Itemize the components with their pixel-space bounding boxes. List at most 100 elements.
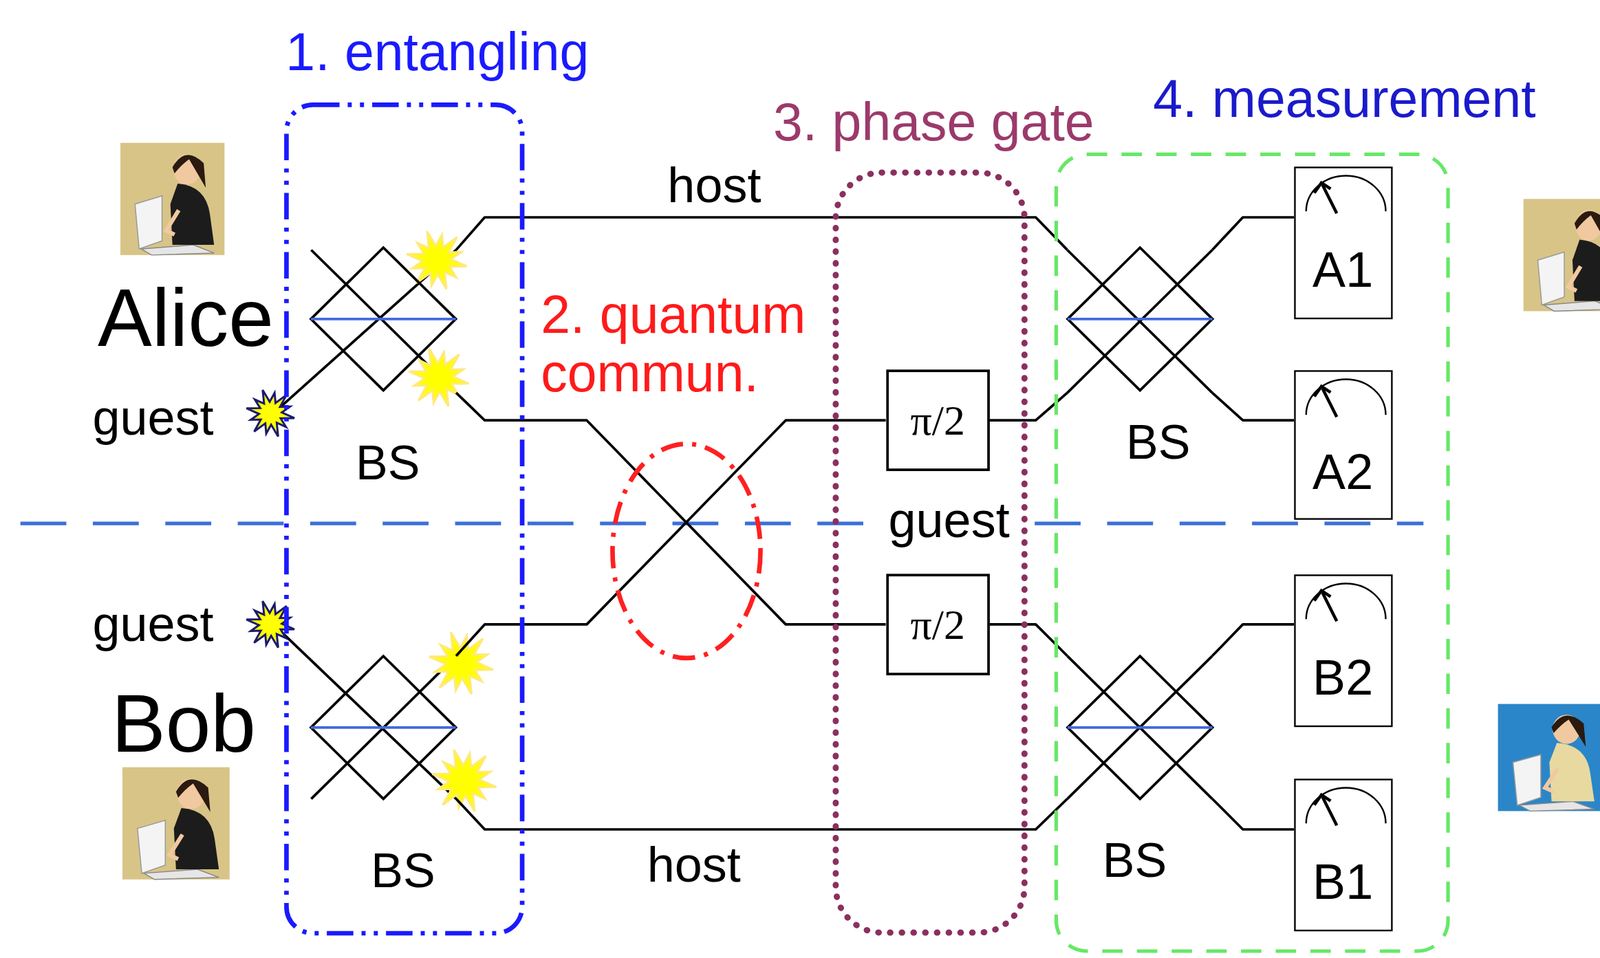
bs-path xyxy=(1067,656,1213,800)
guest-input-path xyxy=(273,624,457,800)
group-border xyxy=(1055,154,1448,952)
desk xyxy=(143,869,219,880)
party-label: guest xyxy=(92,391,214,446)
meter-needle-head xyxy=(1314,182,1332,194)
person-icon xyxy=(1498,704,1600,812)
node-label: B2 xyxy=(1312,651,1374,706)
party-name: Alice xyxy=(97,273,274,364)
detector: B2 xyxy=(1293,574,1393,728)
optical-path xyxy=(456,799,1068,831)
party-label: guest xyxy=(92,597,214,652)
beam-splitter xyxy=(310,247,457,391)
bs-path xyxy=(1067,656,1213,800)
detector-box xyxy=(1294,167,1392,319)
node-label: BS xyxy=(1126,416,1191,470)
path-label: host xyxy=(644,837,744,893)
beam-splitter-node: BS xyxy=(1067,247,1213,391)
node-label: π/2 xyxy=(910,601,966,648)
group-region: 4. measurementBSBSA1A2B2B1 xyxy=(1053,151,1452,955)
photon-stars xyxy=(246,231,496,812)
meter-needle-head xyxy=(1314,590,1332,602)
beam-splitter xyxy=(310,656,457,800)
beam-splitter-node: BS xyxy=(1067,656,1213,800)
hair xyxy=(176,779,211,813)
quantum-channel-circle xyxy=(612,443,761,659)
phase-gate-box: π/2 xyxy=(885,573,990,676)
node-label: A1 xyxy=(1312,242,1374,298)
stage-heading: 3. phase gate xyxy=(773,92,1095,152)
node-outline xyxy=(831,168,1029,937)
meter-arc xyxy=(1306,787,1387,824)
phase-gate-box: π/2 xyxy=(885,369,990,472)
splitter-surface xyxy=(1067,726,1213,730)
node-label: BS xyxy=(1102,834,1167,888)
stage-heading: 1. entangling xyxy=(285,22,589,82)
party-label: guest xyxy=(884,493,1014,548)
arm xyxy=(166,210,179,236)
bs-path xyxy=(310,656,457,800)
photon-star xyxy=(429,632,494,695)
person-icon xyxy=(1523,198,1600,311)
detector: A2 xyxy=(1293,370,1393,521)
meter-arc xyxy=(1306,379,1387,416)
node-outline xyxy=(310,656,457,800)
group-border xyxy=(286,105,523,935)
monitor xyxy=(134,196,162,250)
person-icons xyxy=(120,143,1600,880)
bs-path xyxy=(1067,249,1213,393)
beam-splitter-paths xyxy=(273,249,1213,799)
group-border xyxy=(835,172,1025,933)
detector: A1 xyxy=(1293,166,1393,320)
node-outline xyxy=(283,101,526,937)
node-outline xyxy=(310,247,457,391)
optical-path xyxy=(1212,624,1294,657)
group-region: 3. phase gateπ/2π/2 xyxy=(831,168,1029,937)
detector: B1 xyxy=(1293,778,1393,933)
node-label: B1 xyxy=(1312,855,1374,911)
meter-needle-head xyxy=(1314,795,1332,806)
beam-splitter xyxy=(1067,656,1213,800)
node-label: A2 xyxy=(1312,445,1374,500)
photon-star xyxy=(431,749,496,812)
meter-arc xyxy=(1306,175,1387,212)
desk xyxy=(1519,801,1595,812)
stage-heading: 4. measurement xyxy=(1152,69,1536,128)
group-region: 1. entanglingBSBS xyxy=(283,101,526,937)
desk xyxy=(141,244,214,256)
party-divider xyxy=(20,521,1424,525)
node-label: BS xyxy=(370,844,435,898)
hair xyxy=(1574,211,1600,245)
person-icon xyxy=(122,767,230,880)
phase-shifter xyxy=(887,575,989,675)
optical-path xyxy=(1212,799,1294,831)
path-label: host xyxy=(664,158,764,213)
bs-path xyxy=(1067,249,1213,393)
beam-splitter-node: BS xyxy=(310,656,457,800)
splitter-surface xyxy=(310,317,457,321)
icon-background xyxy=(1523,198,1600,311)
person-icon xyxy=(120,143,225,256)
hair xyxy=(1551,715,1587,747)
node-outline xyxy=(609,440,764,662)
optical-path xyxy=(456,217,1068,250)
hair xyxy=(172,154,206,188)
arm xyxy=(169,834,183,860)
detector-box xyxy=(1294,575,1392,728)
monitor xyxy=(1512,754,1541,806)
monitor xyxy=(1538,251,1565,305)
desk xyxy=(1543,301,1600,312)
icon-background xyxy=(1498,704,1600,812)
node-label: π/2 xyxy=(910,396,966,444)
phase-shifter xyxy=(887,370,989,470)
optical-path xyxy=(1212,217,1294,250)
party-label: Bob xyxy=(111,679,256,770)
splitter-surface xyxy=(310,726,457,730)
icon-background xyxy=(120,143,225,256)
monitor xyxy=(137,820,166,874)
icon-background xyxy=(122,767,230,880)
beam-splitter-node: BS xyxy=(310,247,457,391)
detector-box xyxy=(1294,779,1392,931)
arm xyxy=(1568,266,1581,291)
optical-path xyxy=(1212,392,1294,421)
